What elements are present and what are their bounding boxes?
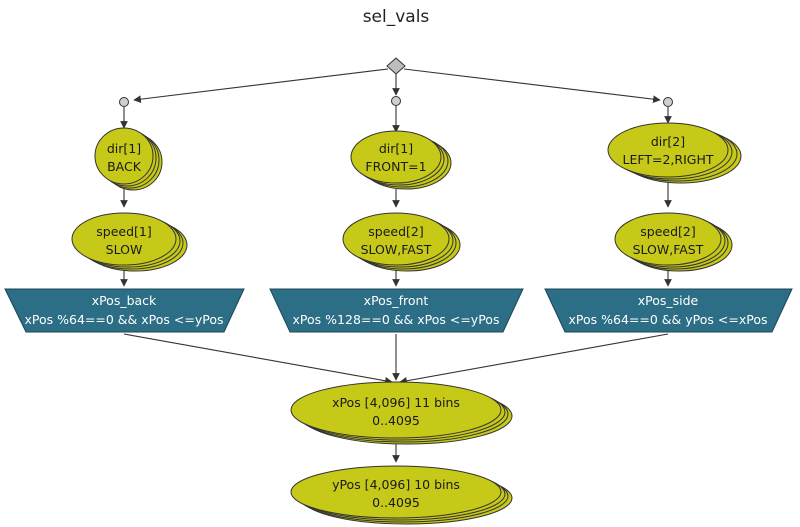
filter-side-name: xPos_side <box>638 293 699 308</box>
edge-filter-side-to-xpos <box>399 333 669 385</box>
filter-front-name: xPos_front <box>364 293 429 308</box>
speed-node-front: speed[2] SLOW,FAST <box>342 212 461 272</box>
edge-filter-back-to-xpos <box>123 333 393 385</box>
speed-node-back: speed[1] SLOW <box>71 212 188 272</box>
dir-back-line1: dir[1] <box>107 141 141 156</box>
edge-root-to-back <box>133 68 389 103</box>
ypos-node: yPos [4,096] 10 bins 0..4095 <box>290 465 513 525</box>
root-node-diamond <box>386 57 406 75</box>
junction-dot-front <box>391 96 401 106</box>
dir-front-line2: FRONT=1 <box>365 159 426 174</box>
dir-side-line2: LEFT=2,RIGHT <box>623 152 714 167</box>
dir-node-side: dir[2] LEFT=2,RIGHT <box>607 122 742 184</box>
edges <box>120 68 672 463</box>
dir-front-line1: dir[1] <box>379 141 413 156</box>
filter-node-front: xPos_front xPos %128==0 && xPos <=yPos <box>269 288 524 333</box>
filter-node-side: xPos_side xPos %64==0 && yPos <=xPos <box>544 288 793 333</box>
xpos-line2: 0..4095 <box>372 413 420 428</box>
speed-side-line2: SLOW,FAST <box>633 242 704 257</box>
dir-node-front: dir[1] FRONT=1 <box>350 130 452 190</box>
xpos-line1: xPos [4,096] 11 bins <box>332 395 460 410</box>
filter-back-expr: xPos %64==0 && xPos <=yPos <box>25 312 224 327</box>
speed-back-line1: speed[1] <box>96 224 151 239</box>
dir-back-line2: BACK <box>107 159 142 174</box>
dir-node-back: dir[1] BACK <box>94 127 163 191</box>
xpos-node: xPos [4,096] 11 bins 0..4095 <box>290 381 513 445</box>
filter-node-back: xPos_back xPos %64==0 && xPos <=yPos <box>4 288 245 333</box>
filter-side-expr: xPos %64==0 && yPos <=xPos <box>569 312 768 327</box>
ypos-line2: 0..4095 <box>372 495 420 510</box>
speed-side-line1: speed[2] <box>640 224 695 239</box>
junction-dot-back <box>119 97 129 107</box>
speed-front-line2: SLOW,FAST <box>361 242 432 257</box>
filter-front-expr: xPos %128==0 && xPos <=yPos <box>293 312 500 327</box>
edge-root-to-side <box>403 68 661 103</box>
junction-dot-side <box>663 97 673 107</box>
speed-back-line2: SLOW <box>106 242 143 257</box>
dir-side-line1: dir[2] <box>651 134 685 149</box>
speed-front-line1: speed[2] <box>368 224 423 239</box>
ypos-line1: yPos [4,096] 10 bins <box>332 477 460 492</box>
speed-node-side: speed[2] SLOW,FAST <box>614 212 733 272</box>
filter-back-name: xPos_back <box>92 293 157 308</box>
diagram-title: sel_vals <box>363 7 430 27</box>
